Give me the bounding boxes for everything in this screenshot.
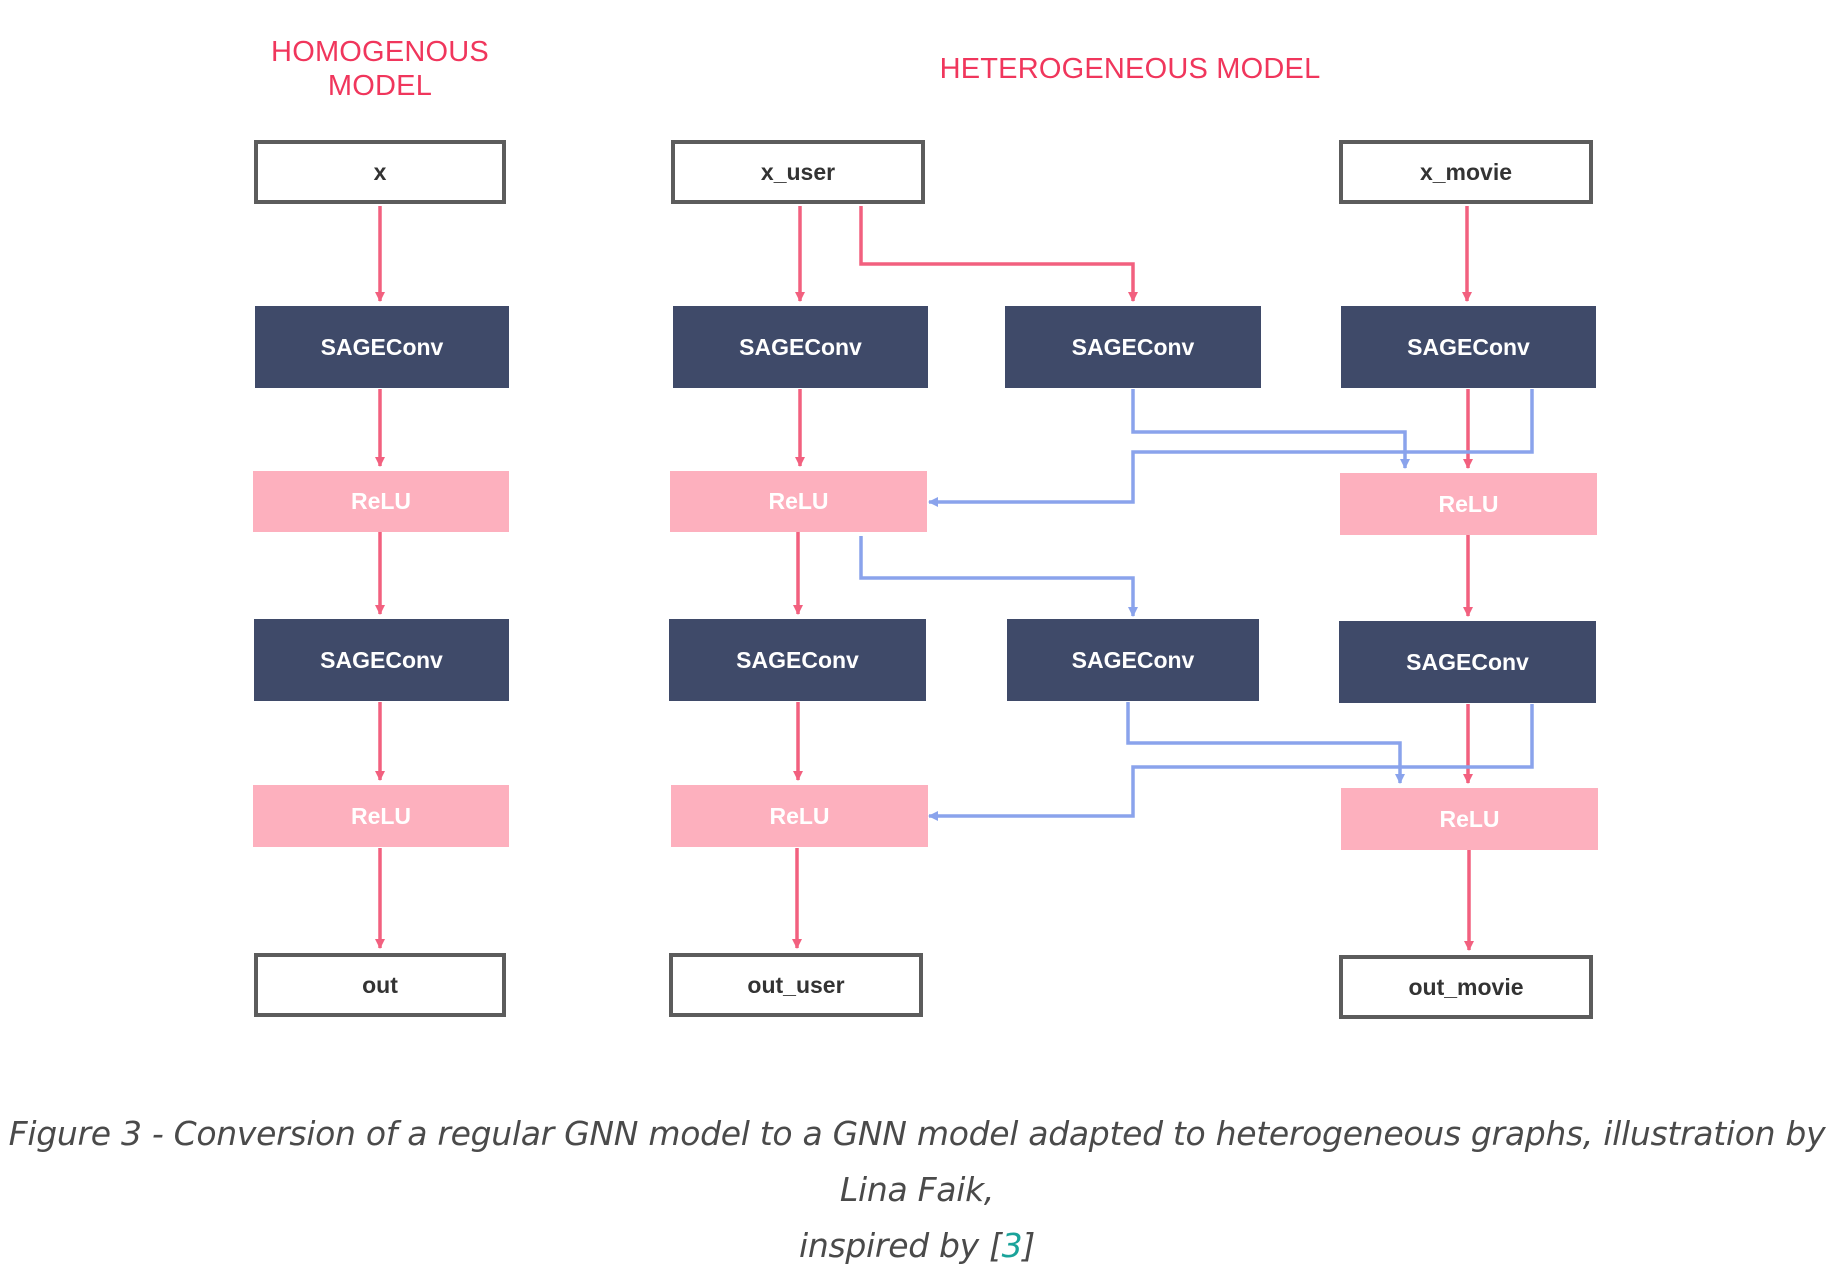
- mid-sageconv-1: SAGEConv: [1005, 306, 1261, 388]
- user-sageconv-1: SAGEConv: [673, 306, 928, 388]
- edge-userrelu1-to-midconv2: [859, 536, 1138, 617]
- output-out-movie: out_movie: [1339, 955, 1593, 1019]
- hom-sageconv-2: SAGEConv: [254, 619, 509, 701]
- user-sageconv-2: SAGEConv: [669, 619, 926, 701]
- mid-sageconv-2: SAGEConv: [1007, 619, 1259, 701]
- user-relu-2: ReLU: [671, 785, 928, 847]
- movie-relu-1: ReLU: [1340, 473, 1597, 535]
- homogenous-title-line2: MODEL: [327, 70, 433, 102]
- hom-relu-1: ReLU: [253, 471, 509, 532]
- output-out-user: out_user: [669, 953, 923, 1017]
- caption-line2-suffix: ]: [1022, 1226, 1035, 1265]
- movie-relu-2: ReLU: [1341, 788, 1598, 850]
- heterogeneous-model-title: HETEROGENEOUS MODEL: [939, 53, 1321, 85]
- hom-input-x: x: [254, 140, 506, 204]
- hom-output-out: out: [254, 953, 506, 1017]
- homogenous-model-title: HOMOGENOUS MODEL: [255, 35, 505, 103]
- edge-midconv1-to-movierelu1: [1131, 389, 1410, 469]
- edge-midconv2-to-movierelu2: [1126, 702, 1405, 784]
- hom-sageconv-1: SAGEConv: [255, 306, 509, 388]
- input-x-movie: x_movie: [1339, 140, 1593, 204]
- movie-sageconv-1: SAGEConv: [1341, 306, 1596, 388]
- caption-line-1: Figure 3 - Conversion of a regular GNN m…: [8, 1114, 1826, 1209]
- caption-line-2: inspired by [3]: [0, 1218, 1834, 1274]
- edge-movieconv2-to-userrelu2: [928, 704, 1534, 821]
- edge-movieconv1-to-userrelu1: [928, 389, 1534, 507]
- homogenous-title-line1: HOMOGENOUS: [271, 36, 489, 68]
- user-relu-1: ReLU: [670, 471, 927, 532]
- movie-sageconv-2: SAGEConv: [1339, 621, 1596, 703]
- input-x-user: x_user: [671, 140, 925, 204]
- caption-line2-prefix: inspired by [: [799, 1226, 1002, 1265]
- edge-xuser-to-midconv1: [859, 206, 1138, 302]
- diagram-edges: [375, 206, 1534, 951]
- figure-caption: Figure 3 - Conversion of a regular GNN m…: [0, 1106, 1834, 1274]
- citation-link[interactable]: 3: [1001, 1226, 1023, 1265]
- hom-relu-2: ReLU: [253, 785, 509, 847]
